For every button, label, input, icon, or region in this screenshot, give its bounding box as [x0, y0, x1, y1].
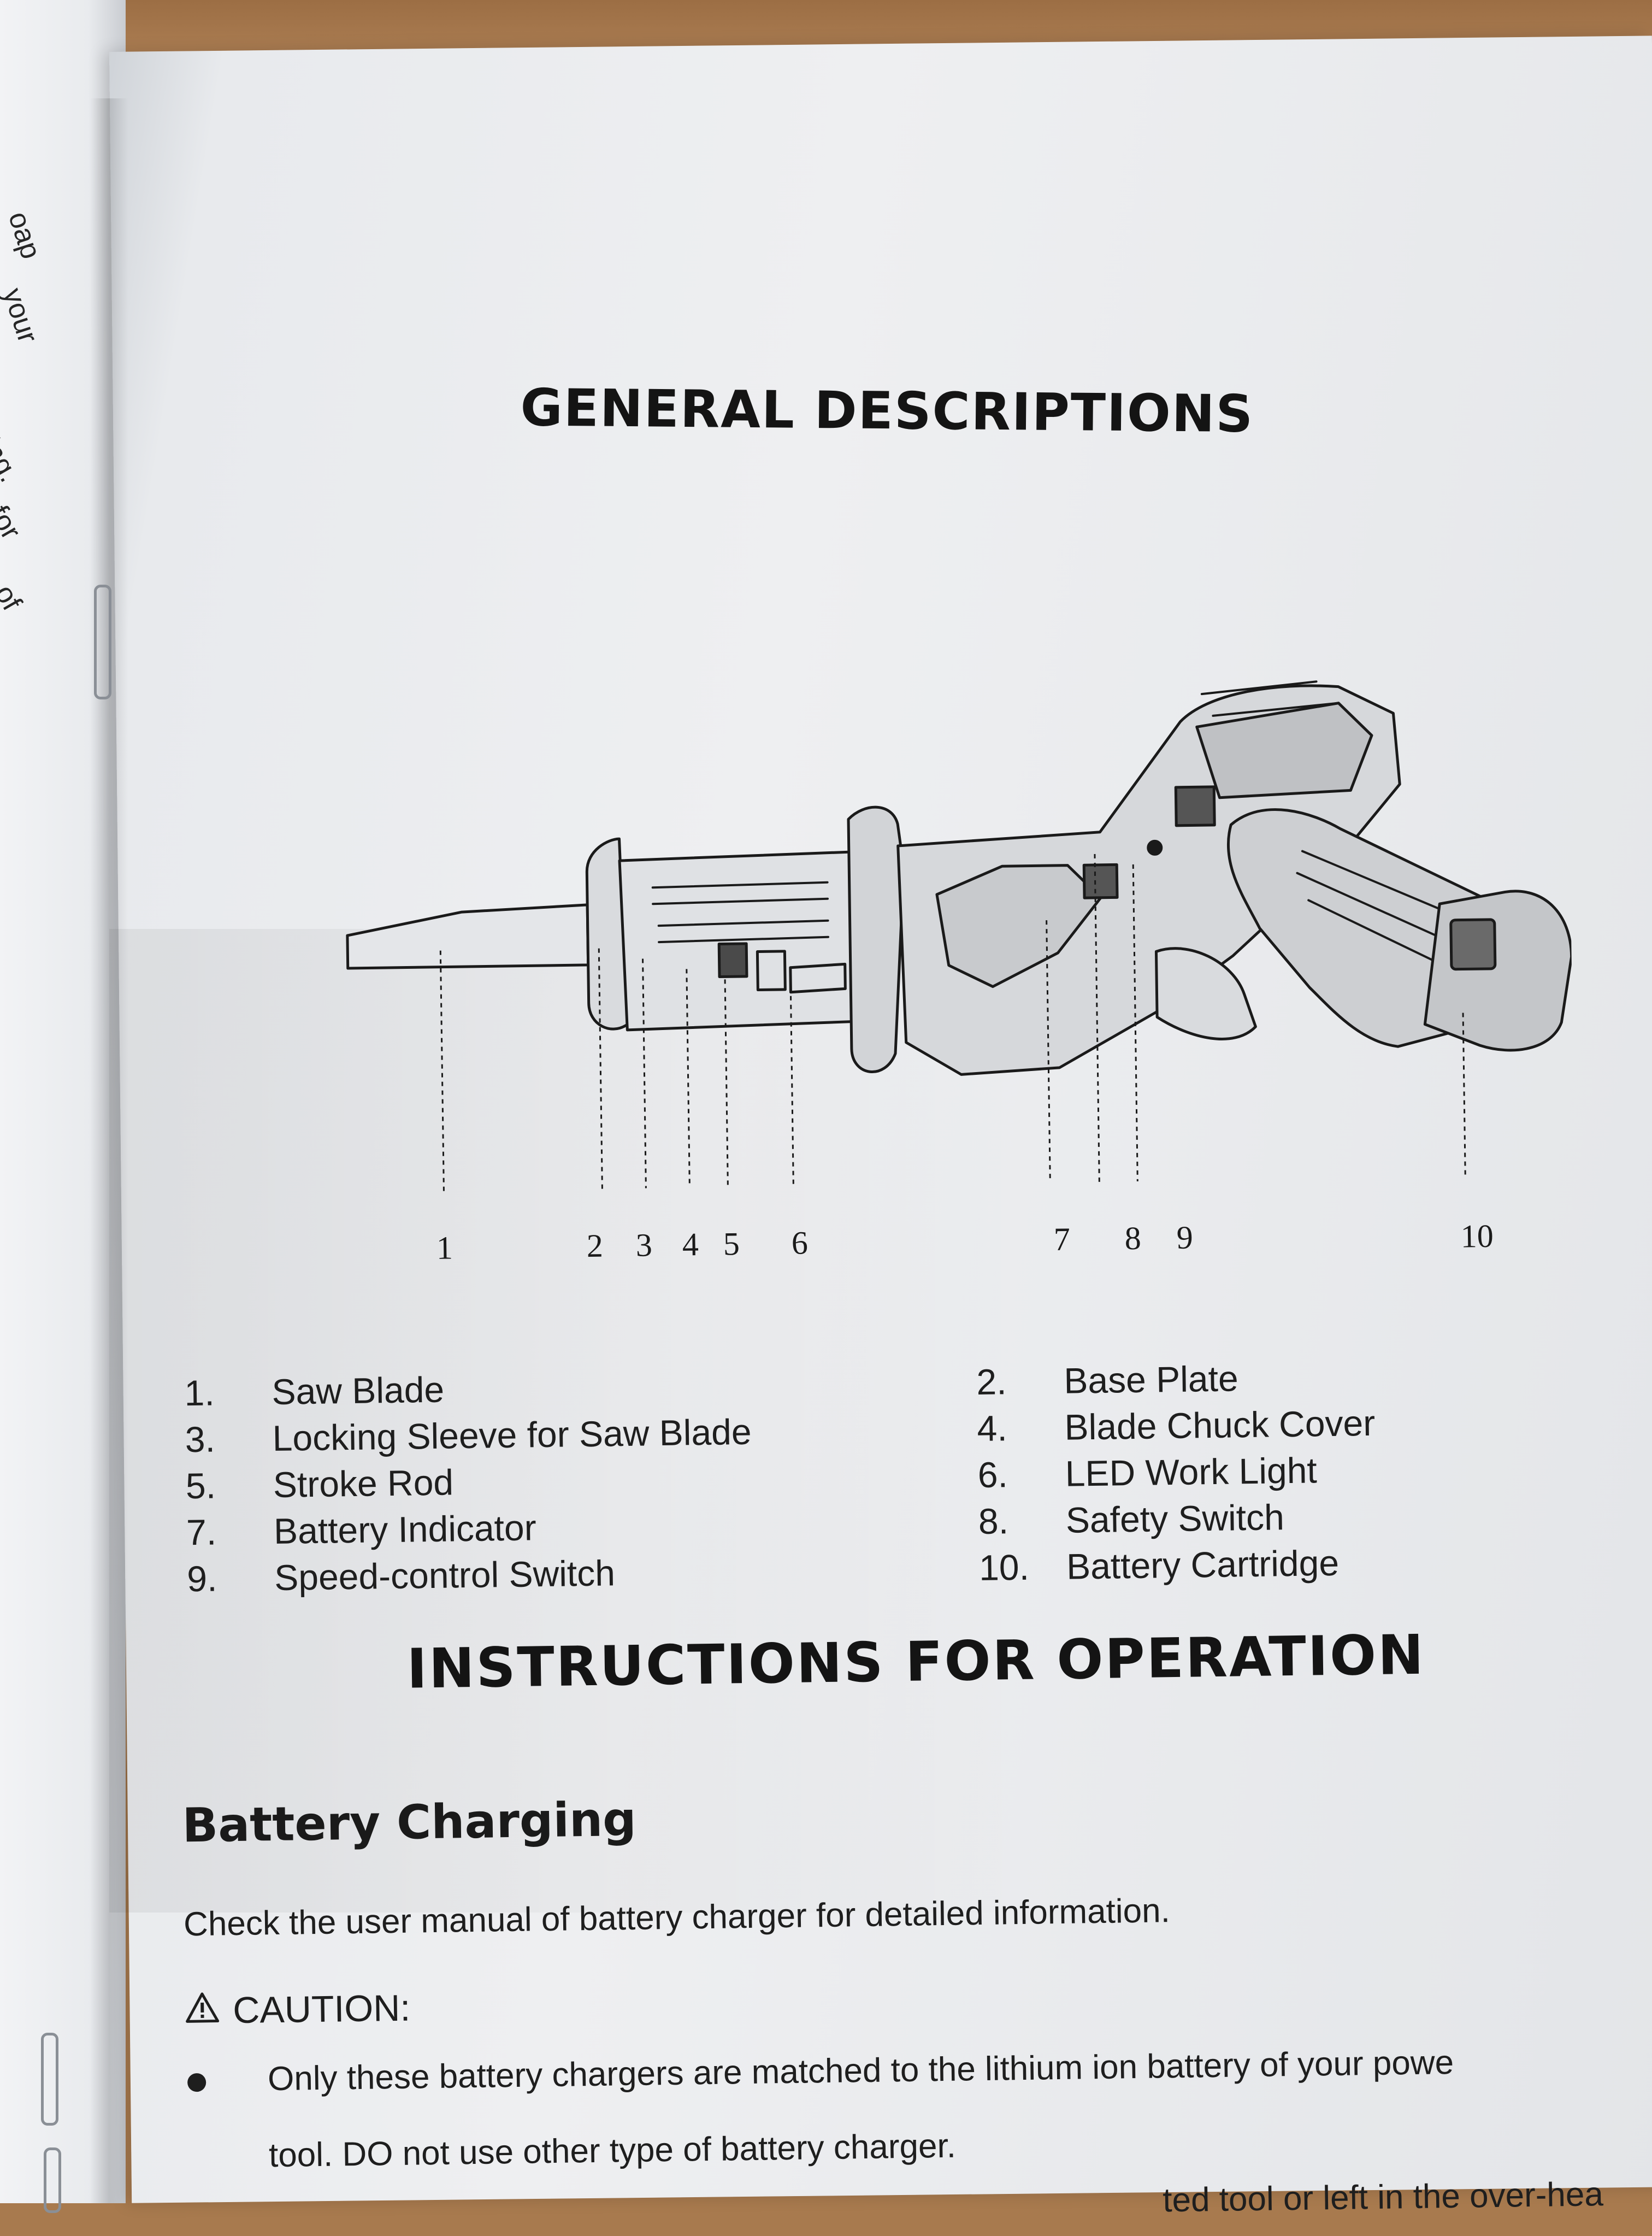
saw-blade-shape: [346, 903, 590, 970]
callout-7: 7: [1053, 1221, 1071, 1258]
callout-leader-lines: [439, 854, 1466, 1191]
callout-8: 8: [1124, 1220, 1142, 1257]
callout-3: 3: [635, 1227, 653, 1263]
battery-cartridge-shape: [1423, 890, 1573, 1052]
led-vent-shape: [1174, 785, 1216, 827]
legend-item: 7.Battery Indicator: [186, 1507, 537, 1553]
callout-5: 5: [723, 1226, 740, 1262]
instructions-title: INSTRUCTIONS FOR OPERATION: [406, 1622, 1426, 1701]
front-grip-shape: [847, 805, 905, 1073]
legend-item: 8.Safety Switch: [978, 1497, 1285, 1542]
motor-vent-shape: [1195, 702, 1373, 799]
callout-10: 10: [1460, 1217, 1494, 1255]
callout-9: 9: [1176, 1219, 1194, 1256]
trigger-guard-shape: [1154, 947, 1257, 1040]
legend-item: 5.Stroke Rod: [185, 1462, 454, 1507]
legend-item: 3.Locking Sleeve for Saw Blade: [185, 1411, 752, 1460]
warning-triangle-icon: [185, 1989, 220, 2032]
charger-warning-line-2: tool. DO not use other type of battery c…: [268, 2127, 957, 2175]
caution-label: CAUTION:: [232, 1987, 411, 2032]
page-shadow: [109, 929, 1652, 1913]
reciprocating-saw-diagram: [346, 680, 1573, 1191]
stroke-rod-shape: [789, 962, 847, 994]
legend-item: 1.Saw Blade: [184, 1369, 445, 1414]
locking-sleeve-shape: [717, 942, 748, 979]
callout-4: 4: [682, 1226, 699, 1263]
legend-item: 6.LED Work Light: [977, 1450, 1318, 1496]
left-page: [0, 0, 126, 2203]
check-manual-text: Check the user manual of battery charger…: [183, 1892, 1171, 1944]
book-gutter: [90, 98, 128, 2203]
callout-2: 2: [586, 1227, 604, 1264]
staple: [41, 2033, 58, 2126]
callout-1: 1: [436, 1229, 453, 1266]
cut-off-text: ted tool or left in the over-hea: [1162, 2175, 1604, 2220]
general-descriptions-title: GENERAL DESCRIPTIONS: [520, 378, 1254, 445]
staple: [94, 585, 111, 699]
battery-charging-heading: Battery Charging: [181, 1792, 637, 1853]
legend-item: 10.Battery Cartridge: [978, 1542, 1340, 1588]
legend-item: 9.Speed-control Switch: [186, 1552, 616, 1599]
battery-indicator-shape: [1082, 863, 1119, 899]
caution-line: CAUTION:: [185, 1987, 411, 2033]
chuck-cover-shape: [756, 950, 787, 992]
bullet-dot: [187, 2073, 206, 2092]
chuck-housing-shape: [618, 850, 864, 1032]
charger-warning-line-1: Only these battery chargers are matched …: [267, 2043, 1454, 2098]
callout-6: 6: [791, 1225, 809, 1261]
legend-item: 4.Blade Chuck Cover: [977, 1402, 1376, 1449]
legend-item: 2.Base Plate: [976, 1358, 1239, 1403]
